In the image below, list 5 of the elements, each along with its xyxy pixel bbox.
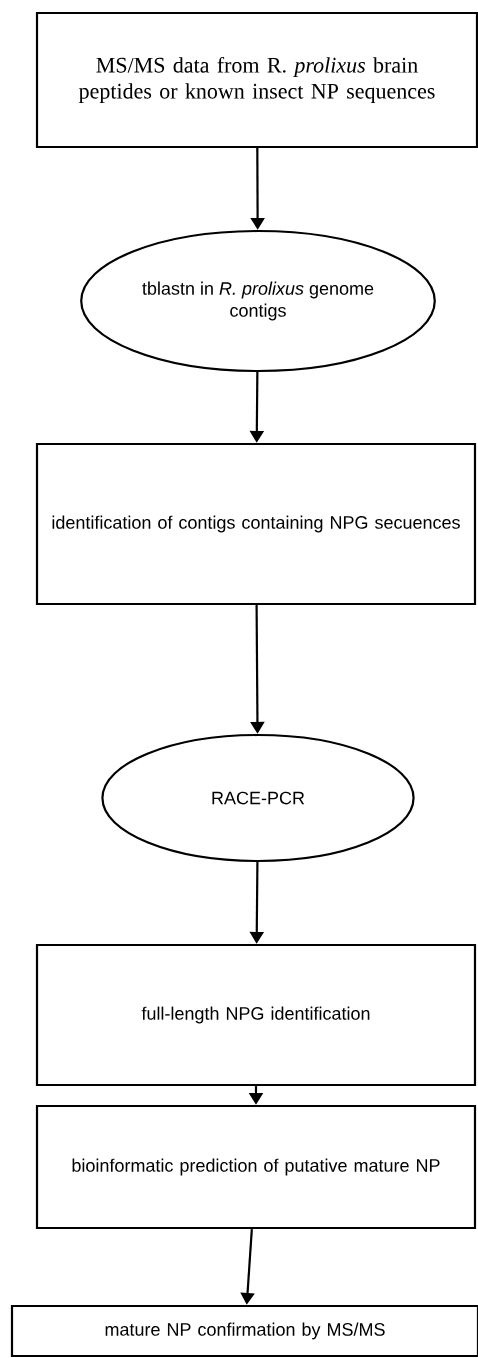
process-box: mature NP confirmation by MS/MS xyxy=(10,1304,478,1358)
process-box: identification of contigs containing NPG secuences xyxy=(35,442,477,606)
process-box: full-length NPG identification xyxy=(35,943,477,1087)
process-box: bioinformatic prediction of putative mature NP xyxy=(35,1104,477,1230)
process-box: MS/MS data from R. prolixus brain peptides or known insect NP sequences xyxy=(35,11,478,149)
